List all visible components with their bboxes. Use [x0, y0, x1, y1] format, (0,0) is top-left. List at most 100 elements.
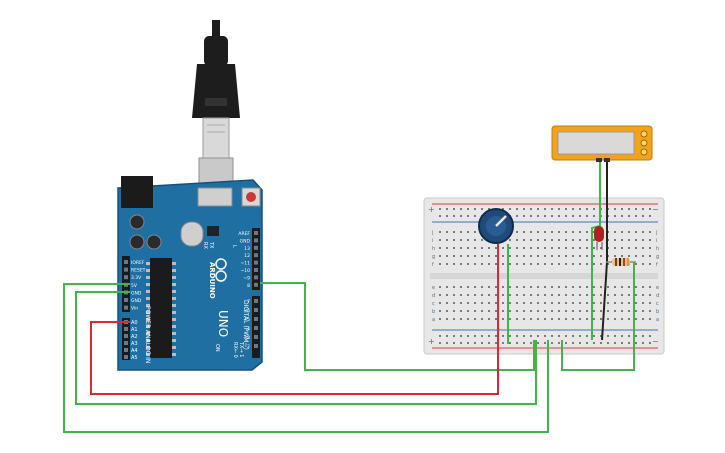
- breadboard-hole[interactable]: [467, 302, 469, 304]
- breadboard-hole[interactable]: [586, 263, 588, 265]
- meter-terminal[interactable]: [640, 130, 648, 138]
- breadboard-hole[interactable]: [474, 302, 476, 304]
- breadboard-hole[interactable]: [586, 342, 588, 344]
- breadboard-hole[interactable]: [460, 335, 462, 337]
- wire-green-5v[interactable]: [63, 283, 549, 433]
- breadboard-hole[interactable]: [621, 335, 623, 337]
- breadboard-hole[interactable]: [453, 255, 455, 257]
- breadboard-hole[interactable]: [642, 318, 644, 320]
- breadboard-hole[interactable]: [481, 335, 483, 337]
- breadboard-hole[interactable]: [558, 286, 560, 288]
- breadboard-hole[interactable]: [558, 294, 560, 296]
- breadboard-hole[interactable]: [551, 318, 553, 320]
- breadboard-hole[interactable]: [635, 294, 637, 296]
- breadboard-hole[interactable]: [600, 342, 602, 344]
- breadboard-hole[interactable]: [628, 239, 630, 241]
- breadboard-hole[interactable]: [530, 255, 532, 257]
- breadboard-hole[interactable]: [649, 310, 651, 312]
- breadboard-hole[interactable]: [481, 342, 483, 344]
- breadboard-hole[interactable]: [544, 310, 546, 312]
- breadboard-hole[interactable]: [628, 302, 630, 304]
- breadboard-hole[interactable]: [586, 255, 588, 257]
- breadboard-hole[interactable]: [516, 294, 518, 296]
- breadboard-hole[interactable]: [537, 342, 539, 344]
- breadboard-hole[interactable]: [537, 239, 539, 241]
- breadboard-hole[interactable]: [509, 310, 511, 312]
- breadboard-hole[interactable]: [614, 302, 616, 304]
- breadboard-hole[interactable]: [614, 239, 616, 241]
- breadboard-hole[interactable]: [558, 335, 560, 337]
- breadboard-hole[interactable]: [551, 342, 553, 344]
- breadboard-hole[interactable]: [642, 310, 644, 312]
- breadboard-hole[interactable]: [509, 342, 511, 344]
- digital-pin[interactable]: [254, 238, 258, 243]
- breadboard-hole[interactable]: [586, 208, 588, 210]
- breadboard-hole[interactable]: [635, 231, 637, 233]
- breadboard-hole[interactable]: [460, 310, 462, 312]
- breadboard-hole[interactable]: [649, 286, 651, 288]
- breadboard-hole[interactable]: [593, 310, 595, 312]
- breadboard-hole[interactable]: [558, 239, 560, 241]
- breadboard-hole[interactable]: [530, 302, 532, 304]
- breadboard-hole[interactable]: [572, 247, 574, 249]
- breadboard-hole[interactable]: [565, 335, 567, 337]
- breadboard-hole[interactable]: [600, 294, 602, 296]
- breadboard-hole[interactable]: [488, 294, 490, 296]
- breadboard-hole[interactable]: [460, 247, 462, 249]
- breadboard-hole[interactable]: [579, 310, 581, 312]
- breadboard-hole[interactable]: [537, 294, 539, 296]
- breadboard-hole[interactable]: [467, 239, 469, 241]
- breadboard-hole[interactable]: [565, 342, 567, 344]
- breadboard-hole[interactable]: [600, 318, 602, 320]
- breadboard-hole[interactable]: [565, 208, 567, 210]
- breadboard-hole[interactable]: [481, 263, 483, 265]
- breadboard-hole[interactable]: [551, 208, 553, 210]
- breadboard-hole[interactable]: [642, 294, 644, 296]
- breadboard-hole[interactable]: [628, 342, 630, 344]
- breadboard-hole[interactable]: [474, 263, 476, 265]
- breadboard-hole[interactable]: [481, 208, 483, 210]
- breadboard-hole[interactable]: [516, 310, 518, 312]
- breadboard-hole[interactable]: [537, 302, 539, 304]
- breadboard-hole[interactable]: [495, 335, 497, 337]
- breadboard-hole[interactable]: [495, 294, 497, 296]
- breadboard-hole[interactable]: [460, 231, 462, 233]
- breadboard-hole[interactable]: [579, 294, 581, 296]
- breadboard-hole[interactable]: [649, 318, 651, 320]
- breadboard-hole[interactable]: [551, 286, 553, 288]
- breadboard-hole[interactable]: [572, 335, 574, 337]
- breadboard-hole[interactable]: [530, 294, 532, 296]
- breadboard-hole[interactable]: [446, 239, 448, 241]
- breadboard-hole[interactable]: [516, 263, 518, 265]
- breadboard-hole[interactable]: [516, 318, 518, 320]
- analog-pin[interactable]: [124, 327, 128, 331]
- voltage-meter[interactable]: [551, 125, 653, 162]
- breadboard-hole[interactable]: [607, 286, 609, 288]
- breadboard-hole[interactable]: [488, 286, 490, 288]
- breadboard-hole[interactable]: [593, 286, 595, 288]
- breadboard-hole[interactable]: [621, 231, 623, 233]
- breadboard-hole[interactable]: [572, 263, 574, 265]
- breadboard-hole[interactable]: [586, 215, 588, 217]
- breadboard-hole[interactable]: [488, 247, 490, 249]
- breadboard-hole[interactable]: [495, 263, 497, 265]
- breadboard-hole[interactable]: [607, 294, 609, 296]
- breadboard-hole[interactable]: [551, 255, 553, 257]
- breadboard-hole[interactable]: [439, 302, 441, 304]
- breadboard-hole[interactable]: [439, 263, 441, 265]
- breadboard-hole[interactable]: [502, 342, 504, 344]
- resistor[interactable]: [606, 258, 636, 266]
- breadboard-hole[interactable]: [467, 255, 469, 257]
- breadboard-hole[interactable]: [446, 255, 448, 257]
- meter-terminal[interactable]: [640, 148, 648, 156]
- breadboard-hole[interactable]: [621, 302, 623, 304]
- digital-pin[interactable]: [254, 245, 258, 250]
- breadboard-hole[interactable]: [460, 239, 462, 241]
- breadboard-hole[interactable]: [467, 294, 469, 296]
- breadboard-hole[interactable]: [565, 255, 567, 257]
- breadboard-hole[interactable]: [558, 310, 560, 312]
- breadboard-hole[interactable]: [593, 215, 595, 217]
- breadboard-hole[interactable]: [635, 286, 637, 288]
- breadboard-hole[interactable]: [537, 318, 539, 320]
- breadboard-hole[interactable]: [467, 318, 469, 320]
